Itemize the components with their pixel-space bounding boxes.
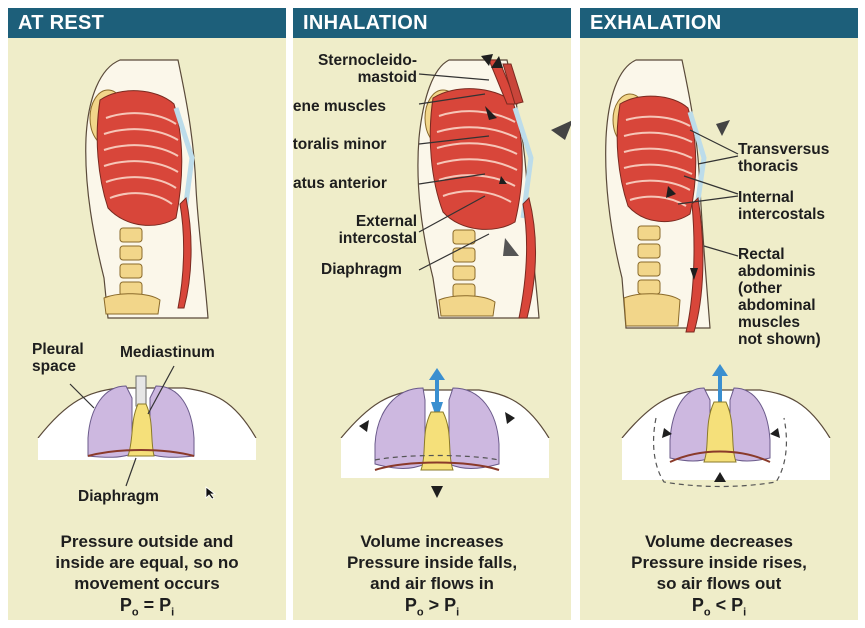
label-sternocleidomastoid: Sternocleido-mastoid <box>295 52 417 86</box>
panel-inhalation: INHALATION Sternocleido-mastoid Scalene … <box>293 8 571 620</box>
panel-title: INHALATION <box>293 8 571 38</box>
label-pectoralis-minor: Pectoralis minor <box>293 136 386 153</box>
at-rest-illustration <box>8 8 286 620</box>
label-mediastinum: Mediastinum <box>120 344 215 361</box>
label-diaphragm: Diaphragm <box>321 261 402 278</box>
label-diaphragm: Diaphragm <box>78 488 159 505</box>
panel-title: EXHALATION <box>580 8 858 38</box>
panel-title: AT REST <box>8 8 286 38</box>
pressure-equation: Po > Pi <box>293 595 571 619</box>
label-scalene-muscles: Scalene muscles <box>293 98 386 115</box>
mouse-pointer-icon <box>205 486 217 500</box>
pressure-equation: Po < Pi <box>580 595 858 619</box>
label-serratus-anterior: Serratus anterior <box>293 175 387 192</box>
pressure-equation: Po = Pi <box>8 595 286 619</box>
